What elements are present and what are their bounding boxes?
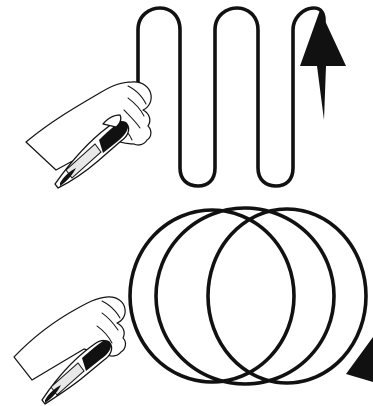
serpentine-path [138, 8, 324, 186]
serpentine-panel [26, 8, 346, 188]
loop-ring-right [208, 209, 366, 383]
loop-ring-middle [156, 208, 334, 384]
direction-arrow-icon [300, 10, 346, 120]
loops-panel [14, 208, 373, 404]
direction-arrow-icon [346, 337, 373, 382]
